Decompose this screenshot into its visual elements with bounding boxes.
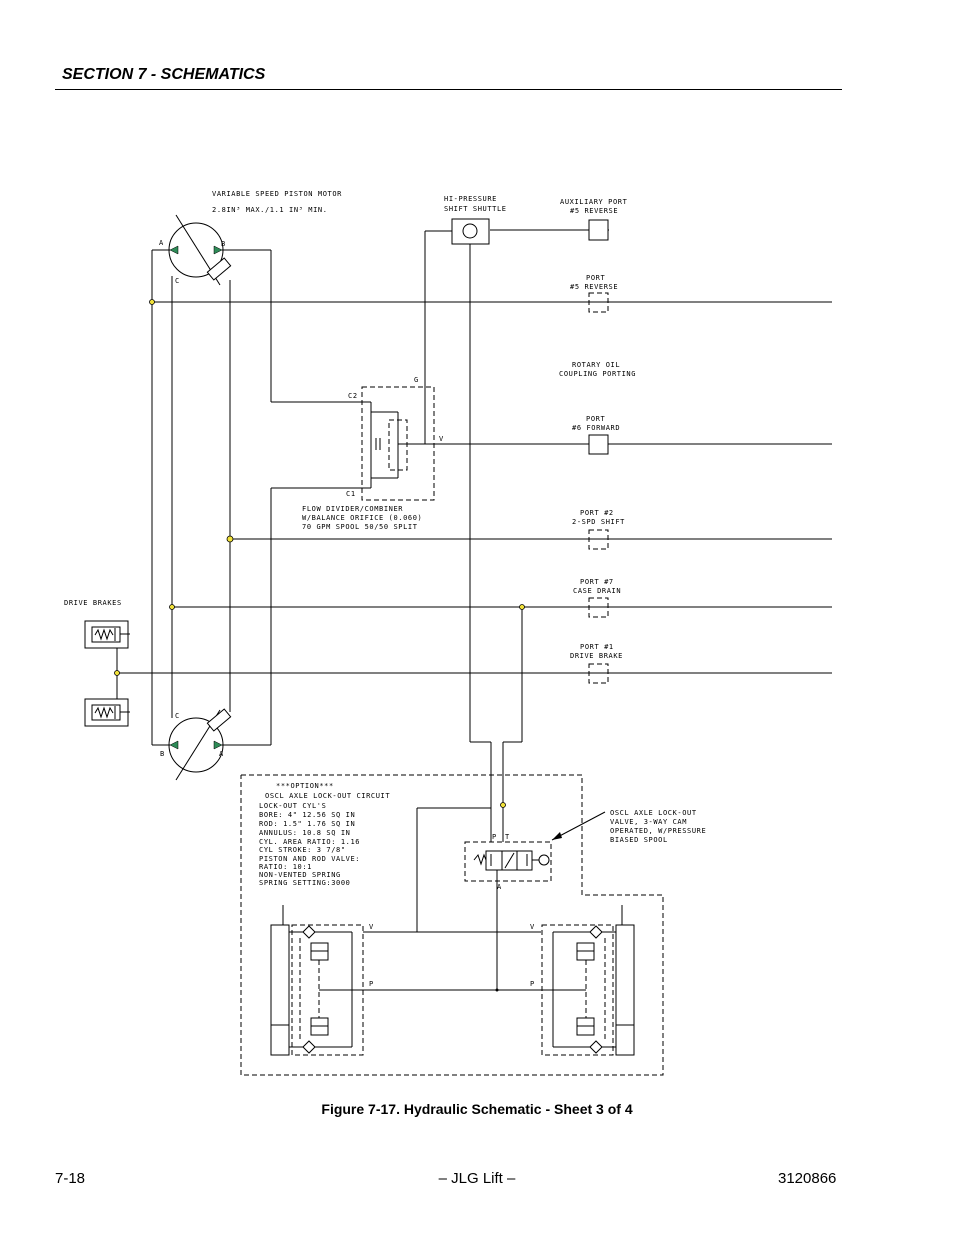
motor2-b-label: B bbox=[160, 750, 165, 758]
drive-brakes: DRIVE BRAKES bbox=[64, 599, 130, 727]
flow-label-2: W/BALANCE ORIFICE (0.060) bbox=[302, 514, 422, 522]
footer-brand: – JLG Lift – bbox=[438, 1170, 516, 1187]
lockout-label-4: BIASED SPOOL bbox=[610, 836, 668, 844]
rotary-label-2: COUPLING PORTING bbox=[559, 370, 636, 378]
valve-p-label: P bbox=[492, 833, 497, 841]
right-v-label: V bbox=[530, 923, 535, 931]
cyl-spec-3: ROD: 1.5" 1.76 SQ IN bbox=[259, 820, 355, 828]
left-lockout-cylinder bbox=[270, 905, 364, 1056]
lockout-label-3: OPERATED, W/PRESSURE bbox=[610, 827, 706, 835]
aux-port-label-1: AUXILIARY PORT bbox=[560, 198, 628, 206]
cyl-spec-7: PISTON AND ROD VALVE: bbox=[259, 855, 360, 863]
port5-label-2: #5 REVERSE bbox=[570, 283, 618, 291]
upper-piston-motor: A B C VARIABLE SPEED PISTON MOTOR 2.8IN³… bbox=[151, 190, 362, 745]
flow-divider: C2 C1 G V FLOW DIVIDER/COMBINER W/BALANC… bbox=[302, 376, 444, 531]
ports: AUXILIARY PORT #5 REVERSE PORT #5 REVERS… bbox=[559, 198, 636, 684]
motor-a-label: A bbox=[159, 239, 164, 247]
drive-brakes-label: DRIVE BRAKES bbox=[64, 599, 122, 607]
g-label: G bbox=[414, 376, 419, 384]
motor-c-label: C bbox=[175, 277, 180, 285]
c1-label: C1 bbox=[346, 490, 356, 498]
valve-t-label: T bbox=[505, 833, 510, 841]
cyl-spec-1: LOCK-OUT CYL'S bbox=[259, 802, 326, 810]
motor2-a-label: A bbox=[219, 750, 224, 758]
junction-nodes bbox=[114, 299, 525, 992]
cyl-spec-8: RATIO: 10:1 bbox=[259, 863, 312, 871]
shuttle-label-1: HI-PRESSURE bbox=[444, 195, 497, 203]
main-lines bbox=[117, 229, 832, 674]
motor-label-2: 2.8IN³ MAX./1.1 IN³ MIN. bbox=[212, 206, 328, 214]
cyl-spec-2: BORE: 4" 12.56 SQ IN bbox=[259, 811, 355, 819]
port7-label-1: PORT #7 bbox=[580, 578, 614, 586]
lower-piston-motor: B A C bbox=[152, 487, 362, 781]
cyl-spec-5: CYL. AREA RATIO: 1.16 bbox=[259, 838, 360, 846]
cyl-spec-10: SPRING SETTING:3000 bbox=[259, 879, 350, 887]
port6-label-1: PORT bbox=[586, 415, 605, 423]
motor-b-label: B bbox=[221, 240, 226, 248]
lockout-label-1: OSCL AXLE LOCK-OUT bbox=[610, 809, 697, 817]
port2-label-1: PORT #2 bbox=[580, 509, 614, 517]
left-v-label: V bbox=[369, 923, 374, 931]
right-p-label: P bbox=[530, 980, 535, 988]
port7-label-2: CASE DRAIN bbox=[573, 587, 621, 595]
port6-label-2: #6 FORWARD bbox=[572, 424, 620, 432]
right-lockout-cylinder bbox=[541, 905, 635, 1056]
aux-port-label-2: #5 REVERSE bbox=[570, 207, 618, 215]
motor2-c-label: C bbox=[175, 712, 180, 720]
lockout-label-2: VALVE, 3-WAY CAM bbox=[610, 818, 687, 826]
option-subtitle: OSCL AXLE LOCK-OUT CIRCUIT bbox=[265, 792, 390, 800]
c2-label: C2 bbox=[348, 392, 358, 400]
option-circuit: ***OPTION*** OSCL AXLE LOCK-OUT CIRCUIT … bbox=[240, 774, 706, 1076]
section-title: SECTION 7 - SCHEMATICS bbox=[62, 66, 266, 83]
port2-label-2: 2-SPD SHIFT bbox=[572, 518, 625, 526]
hi-pressure-shuttle: HI-PRESSURE SHIFT SHUTTLE bbox=[424, 195, 507, 742]
figure-caption: Figure 7-17. Hydraulic Schematic - Sheet… bbox=[321, 1101, 633, 1117]
left-p-label: P bbox=[369, 980, 374, 988]
option-feed-lines bbox=[470, 607, 523, 842]
port5-label-1: PORT bbox=[586, 274, 605, 282]
motor-label-1: VARIABLE SPEED PISTON MOTOR bbox=[212, 190, 342, 198]
shuttle-label-2: SHIFT SHUTTLE bbox=[444, 205, 507, 213]
port1-label-2: DRIVE BRAKE bbox=[570, 652, 623, 660]
cyl-spec-9: NON-VENTED SPRING bbox=[259, 871, 341, 879]
cyl-spec-4: ANNULUS: 10.8 SQ IN bbox=[259, 829, 350, 837]
v-label: V bbox=[439, 435, 444, 443]
port1-label-1: PORT #1 bbox=[580, 643, 614, 651]
header-rule bbox=[55, 89, 842, 90]
rotary-label-1: ROTARY OIL bbox=[572, 361, 620, 369]
flow-label-3: 70 GPM SPOOL 50/50 SPLIT bbox=[302, 523, 418, 531]
page-number: 7-18 bbox=[55, 1170, 86, 1187]
option-title: ***OPTION*** bbox=[276, 782, 334, 790]
cyl-spec-6: CYL STROKE: 3 7/8" bbox=[259, 846, 346, 854]
flow-label-1: FLOW DIVIDER/COMBINER bbox=[302, 505, 403, 513]
document-number: 3120866 bbox=[778, 1170, 837, 1187]
valve-a-label: A bbox=[497, 883, 502, 891]
